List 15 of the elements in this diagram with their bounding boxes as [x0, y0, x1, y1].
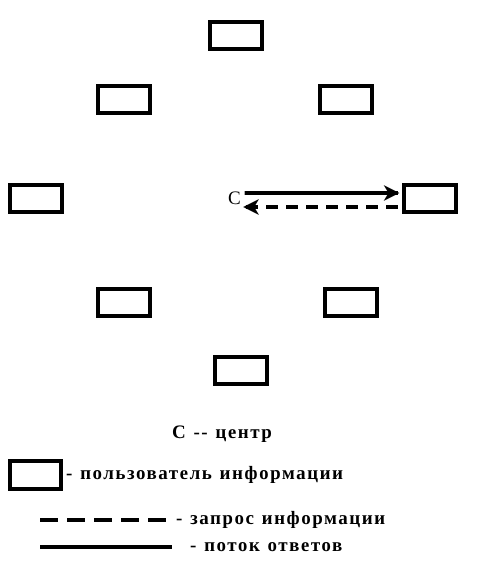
user-box: [213, 355, 269, 386]
user-box: [96, 84, 152, 115]
user-box: [323, 287, 379, 318]
user-box: [208, 20, 264, 51]
note-text: С -- центр: [172, 422, 274, 444]
node-label: С: [228, 188, 241, 210]
user-box: [96, 287, 152, 318]
legend-text: - поток ответов: [190, 535, 344, 557]
user-box: [318, 84, 374, 115]
legend-text: - пользователь информации: [66, 463, 344, 485]
user-box: [402, 183, 458, 214]
arrow: [243, 199, 398, 215]
legend-text: - запрос информации: [176, 508, 387, 530]
arrow: [244, 185, 400, 201]
user-box: [8, 183, 64, 214]
